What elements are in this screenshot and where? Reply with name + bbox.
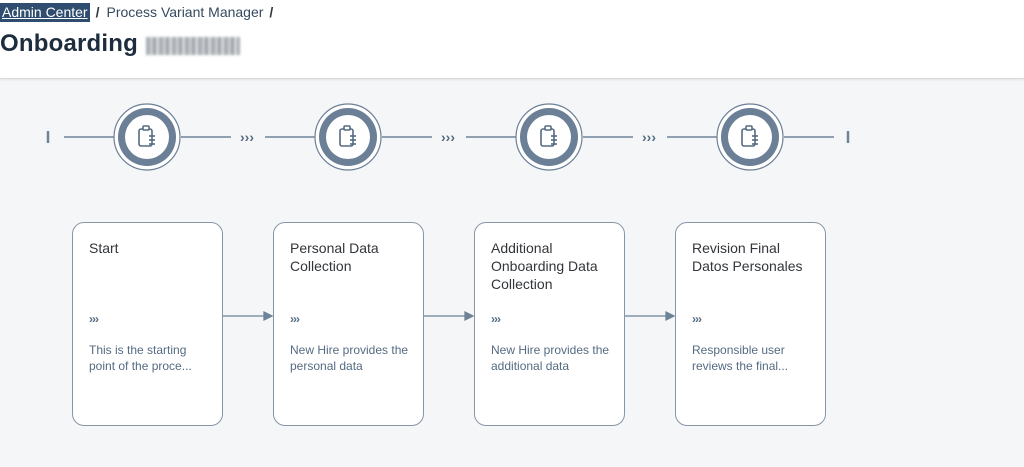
breadcrumb-process-variant-manager-link[interactable]: Process Variant Manager	[106, 4, 264, 20]
chevrons-icon: ›››	[89, 312, 99, 326]
connector-chevrons: ›››	[642, 129, 656, 145]
step-card-title: Start	[89, 240, 119, 256]
page-title: Onboarding	[0, 30, 138, 57]
connector-chevrons: ›››	[240, 129, 254, 145]
process-flow-canvas: ››› ››› ›››	[0, 80, 1024, 467]
clipboard-list-icon	[339, 125, 356, 147]
step-card-start[interactable]: Start ››› This is the starting point of …	[72, 222, 223, 426]
breadcrumb-admin-center-link[interactable]: Admin Center	[0, 2, 90, 22]
card-arrow	[424, 310, 475, 322]
breadcrumb-separator: /	[95, 4, 100, 20]
chevrons-icon: ›››	[491, 312, 501, 326]
title-row: Onboarding	[0, 30, 240, 58]
process-flow-diagram: ››› ››› ›››	[46, 103, 850, 322]
step-card-description: New Hire provides the personal data	[290, 343, 409, 373]
chevrons-icon: ›››	[290, 312, 300, 326]
step-card-title: Personal Data Collection	[290, 240, 379, 274]
clipboard-list-icon	[138, 125, 155, 147]
step-node-3[interactable]	[515, 103, 583, 171]
step-card-revision-final-datos-personales[interactable]: Revision Final Datos Personales ››› Resp…	[675, 222, 826, 426]
redacted-title-suffix	[145, 37, 240, 55]
step-card-personal-data-collection[interactable]: Personal Data Collection ››› New Hire pr…	[273, 222, 424, 426]
step-node-4[interactable]	[716, 103, 784, 171]
step-card-additional-onboarding-data-collection[interactable]: Additional Onboarding Data Collection ››…	[474, 222, 625, 426]
breadcrumb: Admin Center / Process Variant Manager /	[0, 2, 280, 22]
breadcrumb-separator: /	[269, 4, 274, 20]
connector-chevrons: ›››	[441, 129, 455, 145]
chevrons-icon: ›››	[692, 312, 702, 326]
step-node-2[interactable]	[314, 103, 382, 171]
step-card-description: This is the starting point of the proce.…	[89, 343, 192, 373]
step-card-description: Responsible user reviews the final...	[692, 343, 789, 373]
clipboard-list-icon	[741, 125, 758, 147]
card-arrow	[223, 310, 274, 322]
step-card-title: Revision Final Datos Personales	[692, 240, 803, 274]
step-card-title: Additional Onboarding Data Collection	[491, 240, 598, 292]
card-arrow	[625, 310, 676, 322]
clipboard-list-icon	[540, 125, 557, 147]
step-node-1[interactable]	[113, 103, 181, 171]
step-card-description: New Hire provides the additional data	[491, 343, 610, 373]
page-header: Admin Center / Process Variant Manager /…	[0, 0, 1024, 79]
